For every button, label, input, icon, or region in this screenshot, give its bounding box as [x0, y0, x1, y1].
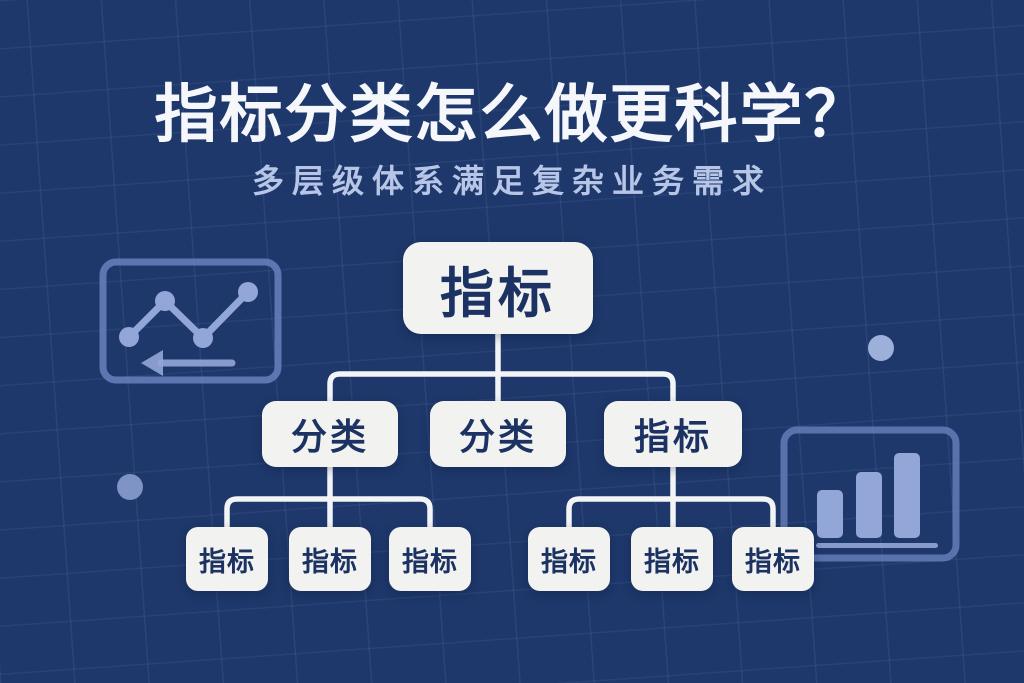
line-chart-icon	[99, 258, 282, 384]
tree-node-root-label: 指标	[440, 263, 556, 324]
tree-node-l3-2: 指标	[289, 527, 371, 591]
tree-node-l3-6: 指标	[732, 527, 814, 591]
tree-node-l3-2-label: 指标	[302, 546, 358, 577]
tree-node-l3-1: 指标	[186, 527, 268, 591]
accent-dot-right	[868, 335, 894, 361]
tree-node-l3-5: 指标	[631, 527, 713, 591]
bar-chart-icon	[780, 426, 960, 562]
tree-node-l2-2-label: 分类	[458, 416, 537, 457]
page-subtitle: 多层级体系满足复杂业务需求	[251, 163, 772, 199]
tree-node-l2-3-label: 指标	[633, 416, 712, 457]
accent-dot-left	[117, 474, 143, 500]
tree-node-l3-4-label: 指标	[541, 546, 597, 577]
tree-node-l3-4: 指标	[528, 527, 610, 591]
tree-node-l3-3-label: 指标	[402, 546, 458, 577]
tree-node-l2-3: 指标	[604, 401, 742, 467]
tree-node-l3-1-label: 指标	[199, 546, 255, 577]
tree-node-l2-1: 分类	[262, 401, 398, 467]
tree-node-l3-6-label: 指标	[745, 546, 801, 577]
page-title: 指标分类怎么做更科学？	[154, 80, 870, 150]
tree-node-l2-1-label: 分类	[290, 416, 369, 457]
tree-node-l3-5-label: 指标	[644, 546, 700, 577]
tree-node-l3-3: 指标	[389, 527, 471, 591]
tree-node-root: 指标	[403, 242, 593, 334]
tree-node-l2-2: 分类	[430, 401, 566, 467]
